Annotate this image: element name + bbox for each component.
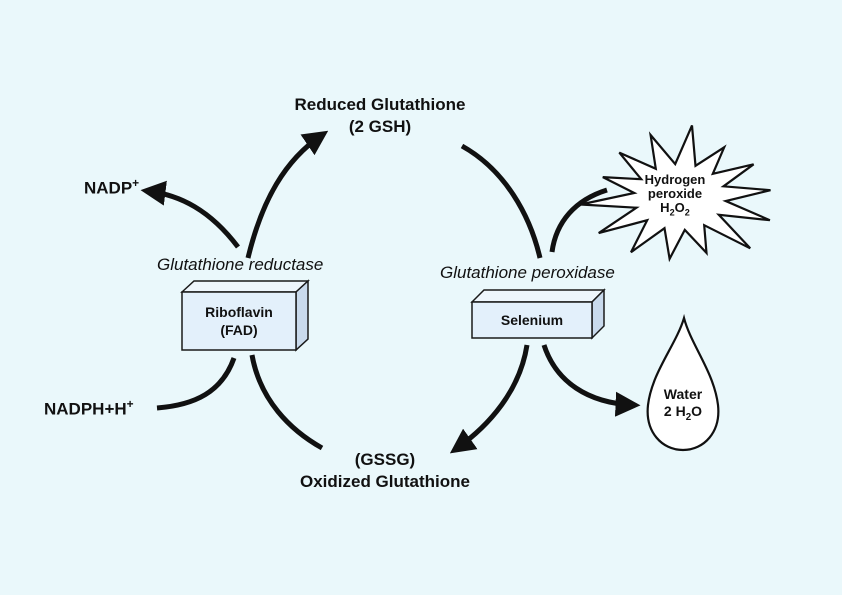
nadph-base: NADPH+H [44,399,127,419]
arrow-peroxidase-to-gssg [449,344,530,454]
nadph-charge: + [126,397,134,411]
nadp-charge: + [132,176,140,190]
reduced-glutathione-label: Reduced Glutathione (2 GSH) [280,94,480,138]
selenium-text: Selenium [500,312,564,328]
nadp-base: NADP [84,178,133,198]
arrow-nadph-in [156,357,237,411]
glutathione-reductase-label: Glutathione reductase [157,255,324,274]
reduced-glutathione-formula: (2 GSH) [348,117,412,136]
hydrogen-peroxide-formula: H2O2 [635,201,715,220]
arrow-to-nadp [140,180,240,249]
water-formula: 2 H2O [648,403,718,426]
arrow-to-water [541,344,641,417]
nadp-label: NADP+ [84,176,139,199]
h-symbol: H [660,200,670,215]
water-subscript: 2 [685,411,692,423]
hydrogen-peroxide-starburst [580,125,771,263]
water-droplet [646,313,720,452]
arrow-peroxide-in [549,187,608,253]
h-subscript: 2 [669,207,675,218]
hydrogen-peroxide-line1: Hydrogen [644,172,706,187]
oxidized-glutathione-label: (GSSG) Oxidized Glutathione [275,449,495,493]
riboflavin-box [180,279,310,352]
water-text: Water 2 H2O [648,386,718,426]
oxidized-glutathione-formula: (GSSG) [354,450,416,469]
water-name: Water [663,386,703,402]
hydrogen-peroxide-line2: peroxide [647,186,703,201]
riboflavin-text: Riboflavin (FAD) [182,303,296,339]
water-o: O [691,403,703,419]
water-h: 2 H [663,403,686,419]
glutathione-peroxidase-label: Glutathione peroxidase [440,263,615,282]
oxidized-glutathione-name: Oxidized Glutathione [299,472,470,491]
o-subscript: 2 [684,207,690,218]
hydrogen-peroxide-text: Hydrogen peroxide H2O2 [635,173,715,220]
riboflavin-name: Riboflavin [205,304,273,320]
fad-name: (FAD) [220,322,258,338]
arrow-gsh-to-peroxidase [460,143,543,259]
arrow-gssg-to-reductase [249,354,324,451]
selenium-box [470,288,606,340]
reduced-glutathione-name: Reduced Glutathione [294,95,466,114]
arrow-reductase-to-gsh [245,130,329,259]
o-symbol: O [674,200,685,215]
nadph-label: NADPH+H+ [44,397,134,420]
